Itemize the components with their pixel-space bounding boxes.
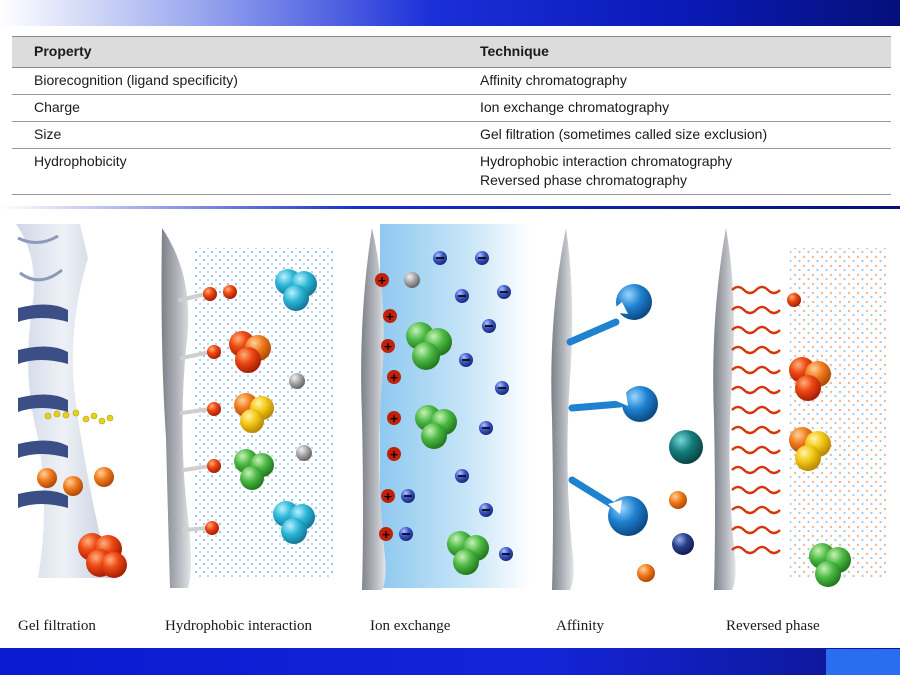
navy-protein <box>672 533 694 555</box>
free-grey-protein <box>296 445 312 461</box>
property-table: Property Technique Biorecognition (ligan… <box>12 36 891 195</box>
yellow-protein <box>789 427 831 471</box>
panel-reversed-phase <box>713 228 886 590</box>
cell-property: Biorecognition (ligand specificity) <box>12 67 480 95</box>
free-protein-green <box>447 531 489 575</box>
binding-site <box>608 500 622 514</box>
panel-gel-filtration <box>16 224 127 578</box>
table-row: Biorecognition (ligand specificity) Affi… <box>12 67 891 95</box>
bound-protein-green <box>415 405 457 449</box>
label-reversed-phase: Reversed phase <box>726 618 820 634</box>
negative-charges <box>399 251 513 561</box>
svg-text:+: + <box>381 528 390 541</box>
cell-property: Hydrophobicity <box>12 148 480 195</box>
cell-property: Charge <box>12 94 480 122</box>
panel-hydrophobic-interaction <box>161 228 335 588</box>
affinity-ligand <box>616 284 652 320</box>
chromatography-diagram: + + + + + + + + <box>10 218 890 646</box>
gel-texture <box>17 234 63 282</box>
svg-text:+: + <box>389 412 398 425</box>
large-protein <box>78 533 127 578</box>
svg-text:+: + <box>383 340 392 353</box>
table-row: Hydrophobicity Hydrophobic interaction c… <box>12 148 891 195</box>
free-cyan-protein <box>275 269 317 311</box>
red-protein <box>789 357 831 401</box>
label-ion-exchange: Ion exchange <box>370 618 451 634</box>
table-header-row: Property Technique <box>12 36 891 68</box>
header-property: Property <box>12 36 480 68</box>
hydrophobic-ligand <box>207 459 221 473</box>
free-cyan-protein <box>273 501 315 544</box>
binding-site <box>614 392 628 406</box>
svg-text:+: + <box>385 310 394 323</box>
technique-table: Property Technique Biorecognition (ligan… <box>12 36 891 195</box>
bound-red-protein <box>229 331 271 373</box>
diagram-svg: + + + + + + + + <box>16 224 886 634</box>
green-protein <box>809 543 851 587</box>
teal-protein <box>669 430 703 464</box>
hydrophobic-ligand <box>205 521 219 535</box>
ligand-arms <box>178 292 212 532</box>
panel-affinity <box>551 228 703 590</box>
cell-technique: Affinity chromatography <box>480 67 891 95</box>
medium-protein <box>63 476 83 496</box>
cell-technique: Gel filtration (sometimes called size ex… <box>480 121 891 149</box>
hydrophobic-ligand <box>207 345 221 359</box>
solvent-dots <box>790 248 886 578</box>
cell-technique: Ion exchange chromatography <box>480 94 891 122</box>
matrix-wall <box>713 228 736 590</box>
hydrophobic-ligand <box>223 285 237 299</box>
svg-text:+: + <box>383 490 392 503</box>
cell-technique: Hydrophobic interaction chromatography R… <box>480 148 891 195</box>
gel-pores <box>18 304 68 508</box>
alkyl-chains <box>731 285 781 555</box>
bottom-banner <box>0 648 900 675</box>
matrix-wall <box>551 228 574 590</box>
cell-property: Size <box>12 121 480 149</box>
small-red-protein <box>787 293 801 307</box>
matrix-wall <box>361 228 386 590</box>
hydrophobic-ligand <box>203 287 217 301</box>
technique-line: Ion exchange chromatography <box>480 99 670 115</box>
slide-number-box <box>826 649 900 675</box>
bound-yellow-protein <box>234 393 274 433</box>
binding-site <box>610 302 628 314</box>
label-gel-filtration: Gel filtration <box>18 618 96 634</box>
table-row: Charge Ion exchange chromatography <box>12 94 891 122</box>
affinity-ligand <box>622 386 658 422</box>
matrix-wall <box>161 228 191 588</box>
section-divider <box>0 206 900 209</box>
free-grey-protein <box>289 373 305 389</box>
header-technique: Technique <box>480 36 891 68</box>
affinity-ligand <box>608 496 648 536</box>
orange-protein <box>669 491 687 509</box>
technique-line: Hydrophobic interaction chromatography <box>480 153 733 169</box>
positive-charges: + + + + + + + + <box>375 273 401 541</box>
top-banner <box>0 0 900 26</box>
technique-line: Reversed phase chromatography <box>480 172 688 188</box>
grey-protein <box>404 272 420 288</box>
svg-text:+: + <box>377 274 386 287</box>
bound-protein-green <box>406 322 452 370</box>
svg-text:+: + <box>389 371 398 384</box>
label-affinity: Affinity <box>556 618 605 634</box>
table-row: Size Gel filtration (sometimes called si… <box>12 121 891 149</box>
medium-protein <box>37 468 57 488</box>
label-hydrophobic-interaction: Hydrophobic interaction <box>165 618 313 634</box>
medium-protein <box>94 467 114 487</box>
bound-green-protein <box>234 449 274 490</box>
orange-protein <box>637 564 655 582</box>
svg-text:+: + <box>389 448 398 461</box>
affinity-ligand-arms <box>566 318 624 510</box>
small-molecules <box>44 409 114 425</box>
hydrophobic-ligand <box>207 402 221 416</box>
panel-ion-exchange: + + + + + + + + <box>361 224 530 590</box>
technique-line: Affinity chromatography <box>480 72 627 88</box>
technique-line: Gel filtration (sometimes called size ex… <box>480 126 768 142</box>
